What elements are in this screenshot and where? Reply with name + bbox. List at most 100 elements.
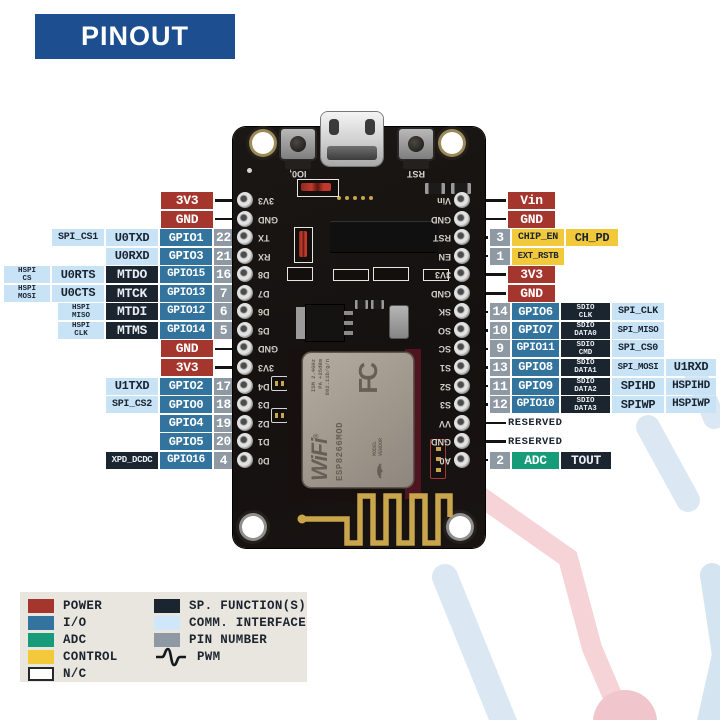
silkscreen-label: SO bbox=[437, 325, 451, 336]
red-led bbox=[301, 183, 331, 191]
legend-label: COMM. INTERFACE bbox=[189, 615, 307, 630]
pin-cell-num: 17 bbox=[214, 377, 233, 395]
shield-print: WiFi® ISM 2.4GHz PA +25dBm 802.11b/g/n E… bbox=[303, 353, 413, 487]
pin-cell-ctrl: CHIP_EN bbox=[512, 229, 564, 247]
pin-cell-comm: HSPIWP bbox=[666, 396, 716, 414]
header-pin bbox=[237, 247, 253, 264]
legend-item-pwm: PWM bbox=[154, 647, 306, 667]
micro-usb-connector bbox=[321, 112, 383, 166]
pin-cell-navy: MTCK bbox=[106, 284, 158, 302]
pin-cell-num: 12 bbox=[490, 396, 510, 414]
silkscreen-label: 3V3 bbox=[258, 362, 275, 373]
pin-cell-navy: MTMS bbox=[106, 321, 158, 339]
pin-cell-num: 18 bbox=[214, 396, 233, 414]
pin-cell-power: GND bbox=[161, 210, 213, 228]
pin-cell-num: 22 bbox=[214, 229, 233, 247]
legend-item: CONTROL bbox=[28, 648, 154, 665]
silkscreen-label: S3 bbox=[439, 400, 451, 411]
solder-dot bbox=[361, 196, 365, 200]
legend-label: N/C bbox=[63, 666, 87, 681]
silkscreen-label: GND bbox=[431, 214, 451, 225]
silkscreen-label: S2 bbox=[439, 381, 451, 392]
mounting-hole bbox=[242, 516, 264, 538]
legend-swatch-power bbox=[28, 598, 54, 613]
flash-button[interactable] bbox=[281, 129, 315, 159]
pin-cell-num: 1 bbox=[490, 247, 510, 265]
header-pin bbox=[237, 396, 253, 413]
legend-swatch-adc bbox=[28, 632, 54, 647]
pin-note: RESERVED bbox=[508, 417, 563, 430]
voltage-regulator bbox=[296, 305, 353, 341]
connector-line bbox=[480, 421, 506, 425]
regulator-leg bbox=[344, 311, 353, 315]
pin-row: GND bbox=[480, 284, 720, 302]
connector-line bbox=[215, 347, 233, 351]
legend-swatch-ctrl bbox=[28, 649, 54, 664]
pin-cell-num: 4 bbox=[214, 451, 233, 469]
silkscreen-label: S1 bbox=[439, 362, 451, 373]
pin-cell-comm: HSPIHD bbox=[666, 377, 716, 395]
flash-button-base bbox=[285, 160, 311, 169]
pin-cell-comm: U1RXD bbox=[666, 358, 716, 376]
header-pin bbox=[454, 396, 470, 413]
legend-label: CONTROL bbox=[63, 649, 118, 664]
legend-swatch-num bbox=[154, 632, 180, 647]
pin-row: RESERVED bbox=[480, 415, 720, 432]
pin-cell-comm: SPI_CLK bbox=[612, 303, 664, 321]
legend-item: ADC bbox=[28, 631, 154, 648]
reset-button[interactable] bbox=[399, 129, 433, 159]
header-pin bbox=[237, 266, 253, 283]
usb-slot bbox=[365, 119, 375, 135]
silkscreen-label: SC bbox=[438, 344, 451, 355]
silkscreen-label: RST bbox=[433, 233, 451, 244]
legend-label: POWER bbox=[63, 598, 103, 613]
silkscreen-label: 3V3 bbox=[434, 270, 451, 281]
pin-cell-num: 10 bbox=[490, 321, 510, 339]
pin-note: RESERVED bbox=[508, 435, 563, 448]
pin-cell-io: GPIO12 bbox=[160, 303, 212, 321]
header-pin bbox=[454, 433, 470, 450]
pin-cell-comm: SPI_CS1 bbox=[52, 229, 104, 247]
passive-component bbox=[287, 267, 313, 281]
header-pin bbox=[454, 451, 470, 468]
silkscreen-label: GND bbox=[431, 437, 451, 448]
pin-cell-num: 21 bbox=[214, 247, 233, 265]
wifi-waves-icon bbox=[377, 463, 383, 479]
silkscreen-label: TX bbox=[258, 233, 270, 244]
pin-row: Vin bbox=[480, 192, 720, 209]
flash-button-cap bbox=[290, 136, 306, 152]
pin-cell-io: GPIO15 bbox=[160, 266, 212, 284]
pinout-banner: PINOUT bbox=[35, 14, 235, 59]
pin-cell-comm: U0RTS bbox=[52, 266, 104, 284]
legend-item: POWER bbox=[28, 597, 154, 614]
pin-cell-num: 14 bbox=[490, 303, 510, 321]
legend-item: COMM. INTERFACE bbox=[154, 614, 306, 631]
aux-header bbox=[430, 439, 446, 479]
pin-cell-power: 3V3 bbox=[161, 192, 213, 209]
reset-button-cap bbox=[408, 136, 424, 152]
pin-cell-num: 3 bbox=[490, 229, 510, 247]
red-diode bbox=[299, 231, 307, 257]
passive-component bbox=[423, 269, 449, 281]
pin-cell-num: 11 bbox=[490, 377, 510, 395]
solder-dot bbox=[353, 196, 357, 200]
header-pin bbox=[454, 303, 470, 320]
legend-swatch-nc bbox=[28, 666, 54, 681]
header-pin bbox=[454, 321, 470, 338]
legend-label: PIN NUMBER bbox=[189, 632, 268, 647]
connector-line bbox=[215, 199, 233, 202]
usb-slot bbox=[329, 119, 339, 135]
